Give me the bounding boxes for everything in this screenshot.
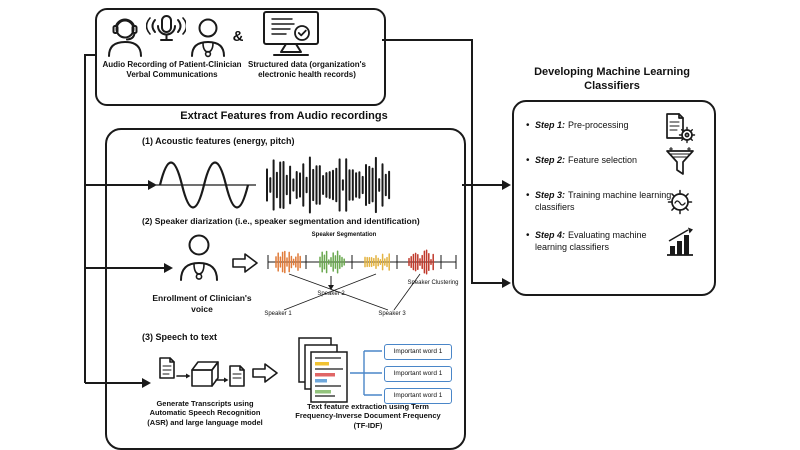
- headset-person-icon: [103, 14, 147, 58]
- highlight-green: [315, 390, 331, 394]
- document-gear-icon: [664, 112, 696, 144]
- step-2: Step 2:Feature selection: [526, 154, 673, 167]
- speaker2-label: Speaker 2: [317, 291, 345, 297]
- highlight-red: [315, 373, 335, 377]
- highlight-yellow: [315, 362, 329, 366]
- audio-recording-label: Audio Recording of Patient-Clinician Ver…: [102, 60, 242, 79]
- transcripts-label: Generate Transcripts using Automatic Spe…: [147, 399, 263, 427]
- step-1: Step 1:Pre-processing: [526, 119, 673, 132]
- step-2-text: Feature selection: [568, 155, 638, 165]
- arrow-icon: [252, 362, 278, 384]
- important-word-box: Important word 1: [384, 344, 452, 360]
- highlight-blue: [315, 379, 327, 383]
- diarization-label: (2) Speaker diarization (i.e., speaker s…: [142, 216, 420, 226]
- gear-icon: [664, 186, 696, 218]
- ml-classifiers-title: Developing Machine Learning Classifiers: [534, 66, 690, 92]
- step-4-text: Evaluating machine learning classifiers: [535, 230, 647, 252]
- speech-to-text-label: (3) Speech to text: [142, 332, 218, 342]
- step-3-text: Training machine learning classifiers: [535, 190, 672, 212]
- clinician-icon: [176, 230, 222, 282]
- enrollment-label: Enrollment of Clinician's voice: [152, 293, 252, 314]
- ml-classifiers-box: [512, 100, 716, 296]
- ampersand: &: [232, 28, 244, 45]
- arrow-icon: [232, 252, 258, 274]
- tfidf-label: Text feature extraction using Term Frequ…: [295, 402, 441, 430]
- asr-documents-icon: [156, 352, 251, 400]
- doctor-icon: [186, 14, 230, 58]
- step-1-text: Pre-processing: [568, 120, 629, 130]
- bar-chart-icon: [664, 226, 696, 258]
- speaker3-label: Speaker 3: [378, 311, 406, 317]
- step-3: Step 3:Training machine learning classif…: [526, 189, 673, 213]
- ehr-monitor-icon: [260, 10, 322, 58]
- extract-features-box: [105, 128, 466, 450]
- important-word-box: Important word 1: [384, 366, 452, 382]
- funnel-icon: [664, 146, 696, 178]
- speaker1-label: Speaker 1: [264, 311, 292, 317]
- step-4-label: Step 4:: [535, 230, 566, 240]
- microphone-icon: [146, 12, 186, 58]
- segmentation-label: Speaker Segmentation: [311, 232, 377, 238]
- important-word-box: Important word 1: [384, 388, 452, 404]
- acoustic-features-label: (1) Acoustic features (energy, pitch): [142, 136, 295, 146]
- extract-title: Extract Features from Audio recordings: [180, 110, 388, 122]
- step-2-label: Step 2:: [535, 155, 566, 165]
- clustering-label: Speaker Clustering: [407, 280, 459, 286]
- structured-data-label: Structured data (organization's electron…: [248, 60, 366, 79]
- transcript-documents-icon: [296, 336, 352, 406]
- step-3-label: Step 3:: [535, 190, 566, 200]
- step-4: Step 4:Evaluating machine learning class…: [526, 229, 673, 253]
- step-1-label: Step 1:: [535, 120, 566, 130]
